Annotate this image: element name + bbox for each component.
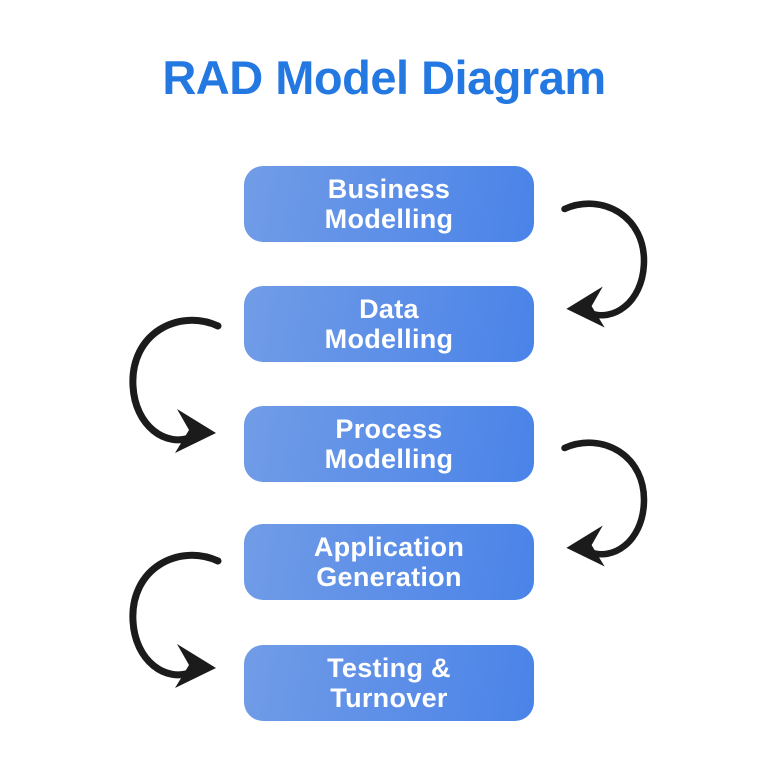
page-title: RAD Model Diagram: [162, 51, 606, 104]
step-label-line: Application: [313, 531, 465, 562]
step-label-line: Modelling: [324, 324, 454, 354]
step-label-line: Data: [359, 293, 419, 324]
step-label-line: Testing &: [327, 652, 451, 683]
step-box-testing-turnover: Testing & Turnover: [244, 645, 534, 721]
step-box-process-modelling: Process Modelling: [244, 406, 534, 482]
curved-arrow-right-icon: [561, 439, 648, 567]
step-box-data-modelling: Data Modelling: [244, 286, 534, 362]
step-label-line: Turnover: [330, 683, 448, 713]
step-label-line: Generation: [316, 562, 462, 592]
step-label-line: Process: [335, 413, 443, 444]
curved-arrow-left-icon: [129, 551, 222, 688]
step-label-line: Business: [327, 173, 451, 204]
step-label-line: Modelling: [324, 204, 454, 234]
step-box-business-modelling: Business Modelling: [244, 166, 534, 242]
step-box-application-generation: Application Generation: [244, 524, 534, 600]
curved-arrow-left-icon: [129, 316, 222, 453]
curved-arrow-right-icon: [561, 200, 648, 328]
step-label-line: Modelling: [324, 444, 454, 474]
